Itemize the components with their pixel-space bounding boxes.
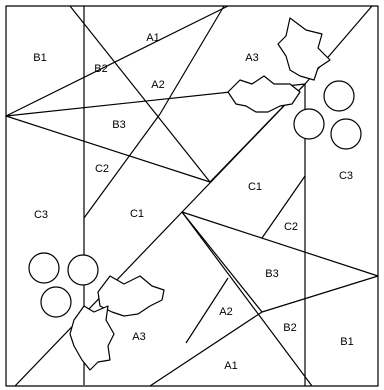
- berry-circle: [323, 80, 355, 112]
- piece-label: C1: [248, 181, 262, 193]
- berry-circle: [293, 108, 325, 140]
- star-point-right: [181, 211, 379, 313]
- holly-leaf-icon: [97, 275, 165, 317]
- holly-leaf-icon: [277, 17, 331, 81]
- piece-label: B1: [340, 336, 353, 348]
- seam-line: [14, 83, 306, 387]
- piece-label: A2: [219, 306, 232, 318]
- piece-label: A2: [151, 79, 164, 91]
- seam-line: [5, 5, 229, 117]
- seam-line: [159, 5, 225, 115]
- piece-label: B3: [112, 119, 125, 131]
- seam-line: [149, 311, 263, 387]
- piece-label: C2: [284, 221, 298, 233]
- piece-label: B3: [265, 268, 278, 280]
- piece-label: A1: [224, 360, 237, 372]
- seam-line: [185, 277, 229, 344]
- seam-line: [83, 113, 161, 219]
- berry-circle: [40, 286, 72, 318]
- piece-label: A3: [132, 331, 145, 343]
- berry-circle: [67, 254, 99, 286]
- piece-label: C3: [339, 170, 353, 182]
- piece-label: B1: [33, 52, 46, 64]
- block-frame: [5, 5, 379, 387]
- piece-label: A1: [146, 32, 159, 44]
- berry-circle: [330, 118, 362, 150]
- holly-leaf-icon: [69, 305, 115, 371]
- piece-label: A3: [245, 52, 258, 64]
- seam-line: [69, 5, 211, 183]
- berry-circle: [28, 252, 60, 284]
- holly-leaf-icon: [227, 75, 301, 113]
- piece-label: C2: [95, 163, 109, 175]
- piece-label: B2: [94, 63, 107, 75]
- seam-line: [181, 211, 313, 387]
- seam-line: [261, 175, 306, 239]
- piece-label: B2: [283, 322, 296, 334]
- piece-label: C1: [130, 208, 144, 220]
- piece-label: C3: [34, 209, 48, 221]
